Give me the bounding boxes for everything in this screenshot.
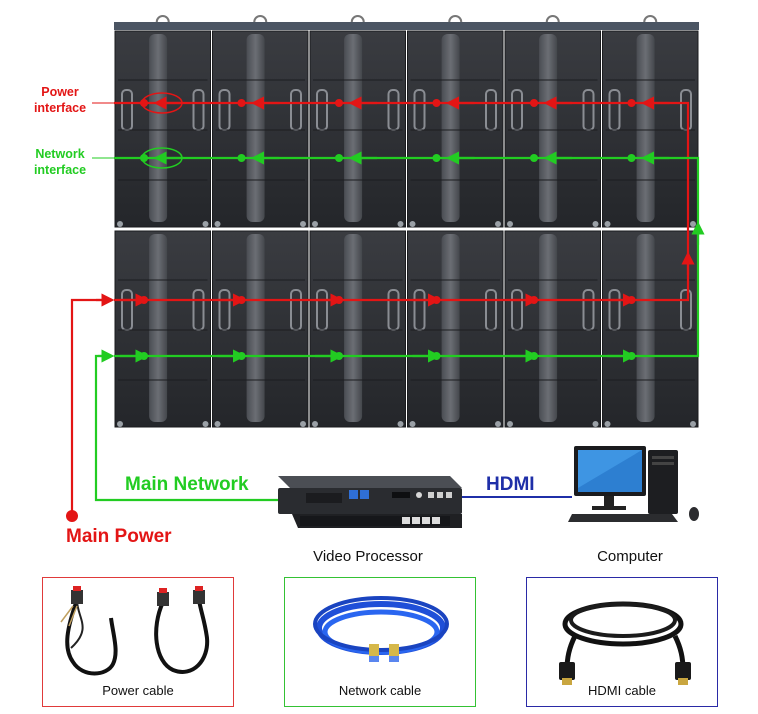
corner-lock	[690, 421, 696, 427]
cabinet-spine	[344, 234, 363, 422]
corner-lock	[592, 221, 599, 227]
corner-lock	[592, 421, 599, 427]
cabinet-spine	[539, 34, 558, 222]
power-interface-label-line2: interface	[34, 101, 86, 115]
corner-lock	[397, 221, 404, 227]
power-chain-top-dot	[627, 99, 636, 107]
network-interface-callout: Network interface	[34, 147, 183, 177]
corner-lock	[604, 421, 611, 427]
computer-label: Computer	[597, 548, 663, 565]
network-cable-card: Network cable	[284, 577, 476, 707]
power-chain-top-dot	[432, 99, 441, 107]
corner-lock	[604, 221, 611, 227]
hdmi-label: HDMI	[486, 474, 535, 495]
power-chain-top-dot	[335, 99, 343, 107]
cabinet-spine	[441, 34, 460, 222]
network-chain-top-dot	[432, 154, 441, 162]
main-network-label: Main Network	[125, 474, 249, 495]
hdmi-cable-caption: HDMI cable	[588, 683, 656, 698]
corner-lock	[202, 421, 209, 427]
cabinet-spine	[246, 34, 265, 222]
power-chain-top-dot	[237, 99, 246, 107]
video-processor-label: Video Processor	[313, 548, 423, 565]
network-chain-top-dot	[530, 154, 538, 162]
lifting-hook	[350, 15, 365, 23]
main-power-label: Main Power	[66, 526, 172, 547]
power-interface-label-line1: Power	[41, 85, 79, 99]
network-interface-label-line2: interface	[34, 163, 86, 177]
corner-lock	[202, 221, 209, 227]
main-power-source-dot	[66, 510, 78, 522]
corner-lock	[409, 221, 416, 227]
corner-lock	[409, 421, 416, 427]
corner-lock	[117, 421, 123, 427]
network-chain-top-dot	[335, 154, 343, 162]
cabinet-spine	[149, 234, 168, 422]
network-cable-image	[313, 596, 449, 662]
cabinet-spine	[636, 34, 655, 222]
corner-lock	[397, 421, 404, 427]
lifting-hook	[155, 15, 170, 23]
power-riser	[686, 101, 690, 302]
lifting-hook	[253, 15, 268, 23]
hdmi-cable-image	[559, 601, 691, 685]
power-cable-image	[60, 586, 210, 676]
corner-lock	[507, 221, 513, 227]
computer-device	[568, 446, 699, 522]
cabinet-spine	[344, 34, 363, 222]
top-rail	[114, 22, 699, 30]
power-cable-card: Power cable	[42, 577, 234, 707]
network-riser	[686, 156, 700, 358]
power-interface-callout: Power interface	[34, 85, 183, 115]
lifting-hook	[448, 15, 463, 23]
main-power-feed	[70, 298, 108, 516]
lifting-hook	[545, 15, 560, 23]
cabinet-spine	[441, 234, 460, 422]
corner-lock	[117, 221, 123, 227]
corner-lock	[690, 221, 696, 227]
power-cable-caption: Power cable	[102, 683, 174, 698]
power-chain-top-dot	[530, 99, 538, 107]
corner-lock	[312, 421, 318, 427]
corner-lock	[312, 221, 318, 227]
corner-lock	[495, 221, 501, 227]
corner-lock	[214, 421, 221, 427]
video-processor-device	[278, 476, 462, 528]
led-wall	[114, 15, 699, 428]
cabinet-spine	[636, 234, 655, 422]
network-interface-label-line1: Network	[35, 147, 84, 161]
corner-lock	[300, 221, 306, 227]
network-chain-top-dot	[237, 154, 246, 162]
connection-lines	[66, 96, 705, 522]
network-cable-caption: Network cable	[338, 683, 422, 698]
network-chain-top-dot	[627, 154, 636, 162]
corner-lock	[507, 421, 513, 427]
cabinet-spine	[246, 234, 265, 422]
corner-lock	[300, 421, 306, 427]
cabinet-spine	[149, 34, 168, 222]
cabinet-spine	[539, 234, 558, 422]
corner-lock	[214, 221, 221, 227]
corner-lock	[495, 421, 501, 427]
hdmi-cable-card: HDMI cable	[526, 577, 718, 707]
lifting-hook	[643, 15, 658, 23]
